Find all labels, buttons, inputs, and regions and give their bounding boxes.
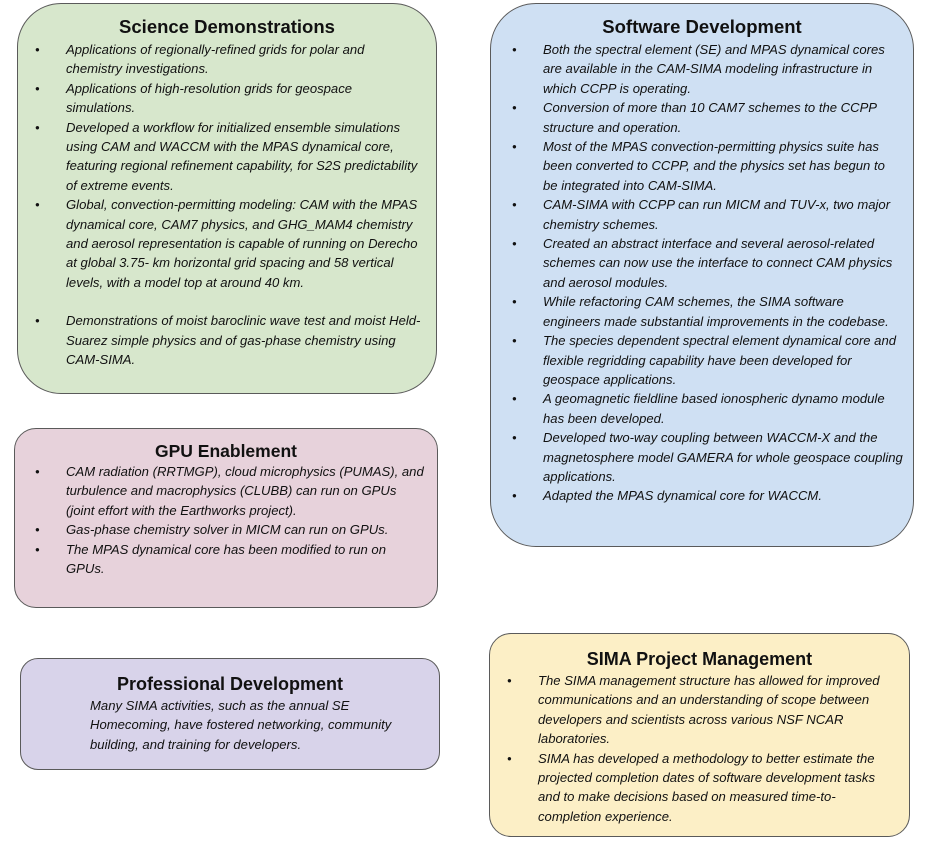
software-development-box: Software Development Both the spectral e… (490, 3, 914, 547)
list-item: Both the spectral element (SE) and MPAS … (503, 40, 903, 98)
list-item: Developed two-way coupling between WACCM… (503, 428, 903, 486)
software-development-title: Software Development (602, 16, 802, 37)
science-demonstrations-box: Science Demonstrations Applications of r… (17, 3, 437, 394)
list-item: The MPAS dynamical core has been modifie… (26, 540, 425, 579)
list-item: Applications of high-resolution grids fo… (26, 79, 424, 118)
list-item: CAM-SIMA with CCPP can run MICM and TUV-… (503, 195, 903, 234)
list-item: A geomagnetic fieldline based ionospheri… (503, 389, 903, 428)
list-item: Created an abstract interface and severa… (503, 234, 903, 292)
list-item: Adapted the MPAS dynamical core for WACC… (503, 486, 903, 506)
list-item: Demonstrations of moist baroclinic wave … (26, 311, 424, 369)
list-item: Developed a workflow for initialized ens… (26, 118, 424, 196)
list-item: Most of the MPAS convection-permitting p… (503, 137, 903, 195)
science-demonstrations-list: Applications of regionally-refined grids… (18, 40, 436, 370)
gpu-enablement-list: CAM radiation (RRTMGP), cloud microphysi… (15, 462, 437, 578)
list-item: The SIMA management structure has allowe… (498, 671, 895, 749)
sima-project-management-list: The SIMA management structure has allowe… (490, 671, 909, 826)
professional-development-box: Professional Development Many SIMA activ… (20, 658, 440, 770)
gpu-enablement-title: GPU Enablement (155, 441, 297, 461)
list-item: SIMA has developed a methodology to bett… (498, 749, 895, 827)
list-item: Applications of regionally-refined grids… (26, 40, 424, 79)
list-item: Conversion of more than 10 CAM7 schemes … (503, 98, 903, 137)
science-demonstrations-title: Science Demonstrations (119, 16, 335, 37)
professional-development-text: Many SIMA activities, such as the annual… (90, 698, 392, 752)
list-item: While refactoring CAM schemes, the SIMA … (503, 292, 903, 331)
sima-project-management-box: SIMA Project Management The SIMA managem… (489, 633, 910, 837)
professional-development-title: Professional Development (116, 674, 344, 694)
software-development-list: Both the spectral element (SE) and MPAS … (491, 40, 913, 506)
list-item: Gas-phase chemistry solver in MICM can r… (26, 520, 425, 540)
list-item: The species dependent spectral element d… (503, 331, 903, 389)
list-item: Global, convection-permitting modeling: … (26, 195, 424, 292)
sima-project-management-title: SIMA Project Management (586, 649, 813, 669)
list-item: CAM radiation (RRTMGP), cloud microphysi… (26, 462, 425, 520)
gpu-enablement-box: GPU Enablement CAM radiation (RRTMGP), c… (14, 428, 438, 608)
